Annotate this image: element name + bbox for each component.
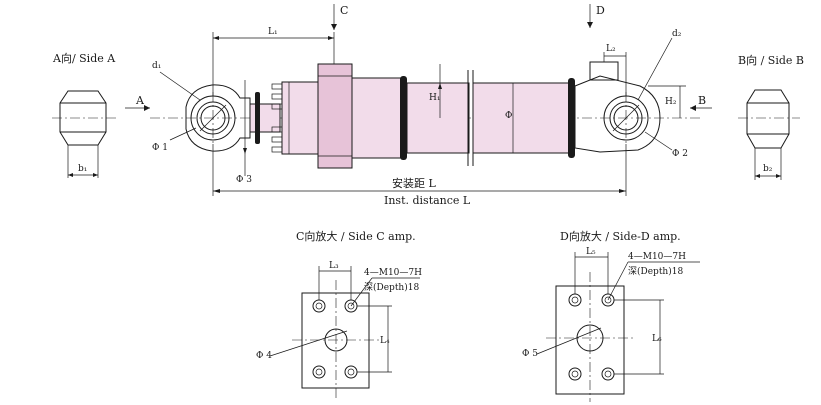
dim-phi1: Φ 1 [152, 143, 168, 153]
dim-phi: Φ [505, 111, 512, 121]
dim-h1: H₁ [429, 93, 440, 103]
view-arrow-b: B [698, 94, 706, 107]
dim-phi2: Φ 2 [672, 149, 688, 159]
dim-l4: L₄ [380, 336, 390, 346]
dim-l5: L₅ [586, 247, 596, 257]
seal-ring-mid [400, 76, 407, 160]
dim-b1: b₁ [78, 164, 87, 174]
side-c-center-bore [324, 328, 348, 352]
dim-phi4: Φ 4 [256, 351, 272, 361]
dim-l1: L₁ [268, 27, 278, 37]
seal-ring-left [255, 92, 260, 144]
dim-l6: L₆ [652, 334, 662, 344]
view-arrow-a: A [135, 94, 145, 107]
side-c-bolt-holes [312, 299, 358, 379]
dim-d1: d₁ [152, 61, 161, 71]
cylinder-barrel-rear [472, 82, 572, 154]
install-distance-cn: 安装距 L [392, 176, 436, 190]
side-c-view: C向放大 / Side C amp. L₃ L₄ Φ 4 4—M10—7H 深(… [256, 229, 422, 398]
side-c-depth: 深(Depth)18 [364, 282, 419, 293]
side-c-plate [301, 292, 370, 389]
end-cap-bolts [271, 83, 283, 153]
dim-h2: H₂ [665, 97, 677, 107]
side-d-view: D向放大 / Side-D amp. L₅ L₆ Φ 5 4—M10—7H 深(… [522, 229, 700, 402]
cylinder-barrel-mid [406, 82, 470, 154]
side-d-depth: 深(Depth)18 [628, 266, 683, 277]
side-a-title: A向/ Side A [52, 51, 116, 65]
side-a-view: A向/ Side A b₁ [52, 51, 116, 178]
end-cap [281, 81, 319, 155]
cylinder-barrel-front [351, 77, 403, 159]
dim-d2: d₂ [672, 29, 682, 39]
left-rod-eye [185, 84, 251, 152]
side-d-title: D向放大 / Side-D amp. [560, 229, 681, 243]
side-d-thread: 4—M10—7H [628, 252, 686, 262]
piston-rod [249, 103, 281, 133]
view-arrow-d: D [596, 4, 605, 17]
dim-l3: L₃ [329, 261, 339, 271]
side-d-bolt-holes [568, 293, 615, 381]
install-distance-en: Inst. distance L [384, 194, 471, 207]
side-b-hexagon [746, 89, 790, 149]
dim-phi5: Φ 5 [522, 349, 538, 359]
view-arrow-c: C [340, 4, 348, 17]
dim-l2: L₂ [606, 44, 616, 54]
dim-phi3: Φ 3 [236, 175, 252, 185]
main-view: H₁ Φ A B C D L₁ L₂ [125, 4, 712, 207]
right-clevis [574, 75, 661, 153]
seal-ring-rear [568, 78, 575, 158]
side-c-title: C向放大 / Side C amp. [296, 229, 416, 243]
side-b-view: B向 / Side B b₂ [738, 53, 804, 180]
side-c-thread: 4—M10—7H [364, 268, 422, 278]
mount-block-c [317, 63, 353, 169]
dim-b2: b₂ [763, 164, 773, 174]
side-b-title: B向 / Side B [738, 53, 804, 67]
